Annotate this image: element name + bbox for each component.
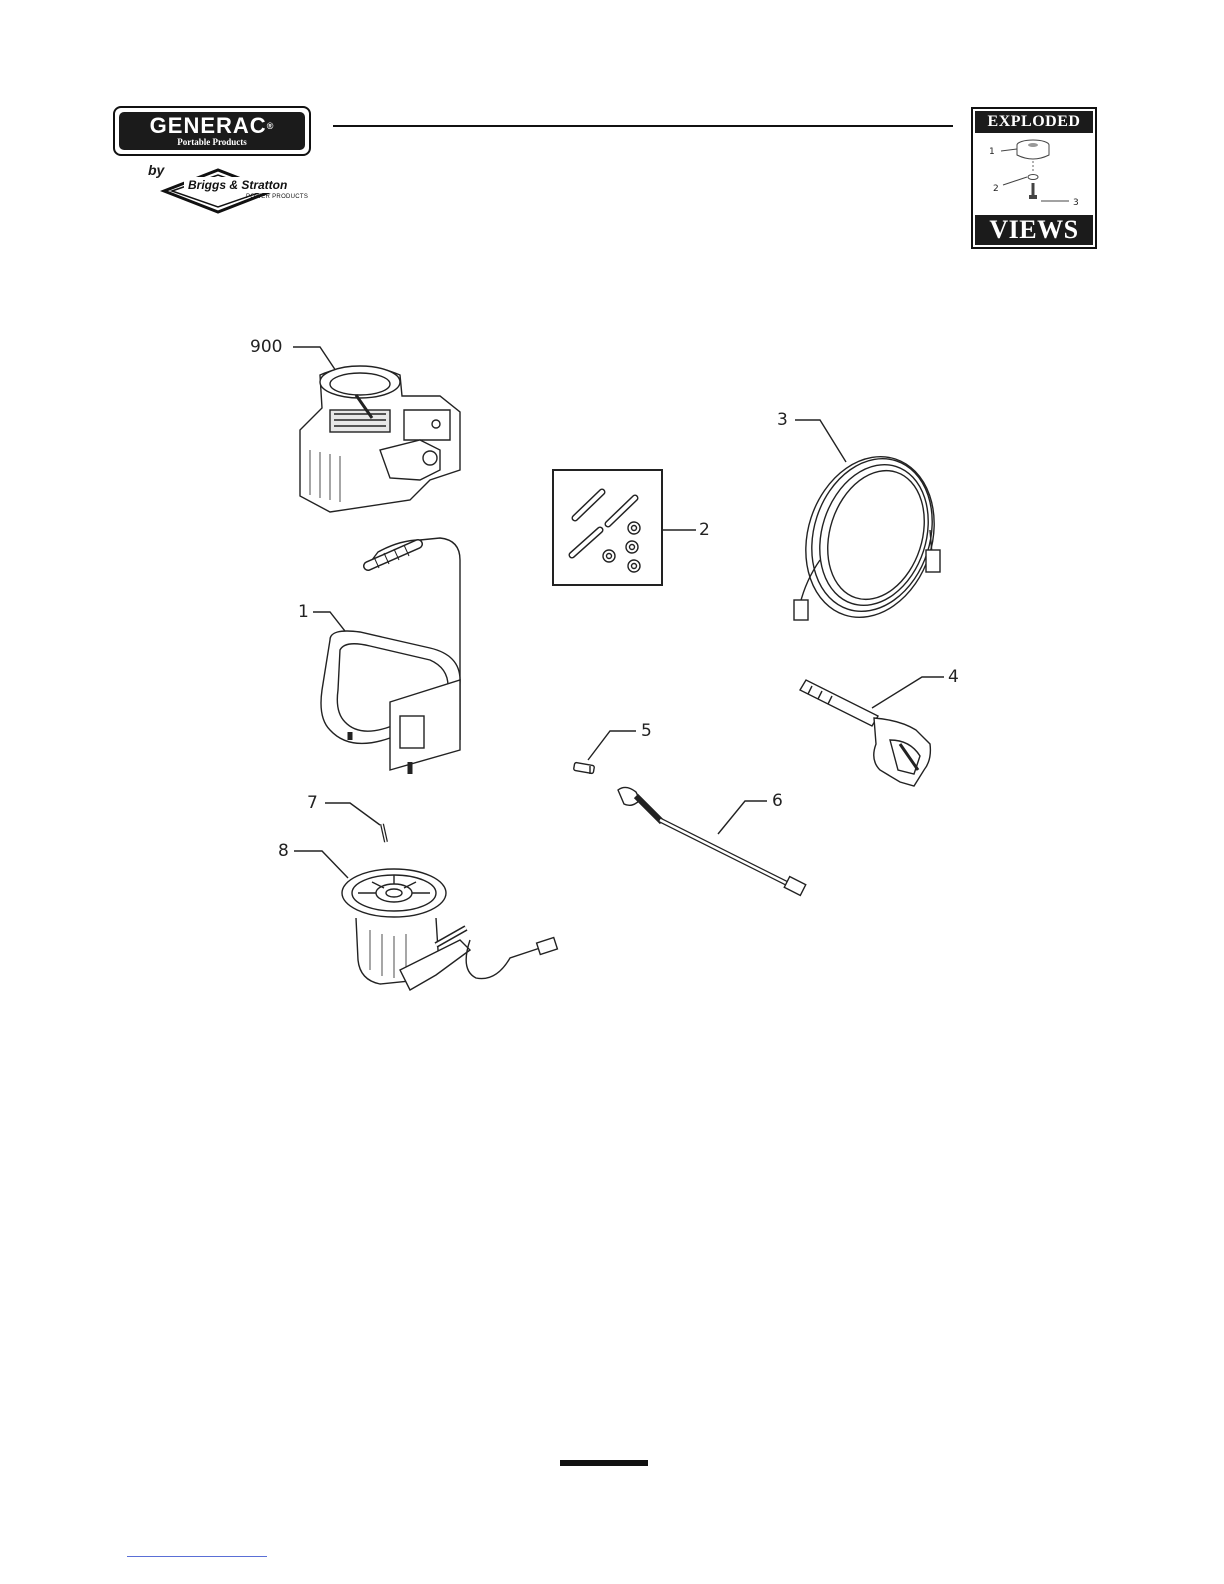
footer-bar bbox=[560, 1460, 648, 1466]
callout-6: 6 bbox=[772, 791, 783, 811]
leader-8 bbox=[294, 851, 348, 878]
frame-part-1 bbox=[321, 538, 460, 774]
callout-2: 2 bbox=[699, 520, 710, 540]
callout-3: 3 bbox=[777, 410, 788, 430]
callout-5: 5 bbox=[641, 721, 652, 741]
callout-7: 7 bbox=[307, 793, 318, 813]
callout-1: 1 bbox=[298, 602, 309, 622]
hardware-kit-part-2 bbox=[553, 470, 662, 585]
pin-part-7 bbox=[382, 824, 386, 842]
leader-4 bbox=[872, 677, 944, 708]
callout-900: 900 bbox=[250, 337, 282, 357]
leader-6 bbox=[718, 801, 767, 834]
callout-8: 8 bbox=[278, 841, 289, 861]
footer-link-underline[interactable] bbox=[127, 1556, 267, 1557]
leader-3 bbox=[795, 420, 846, 462]
callout-4: 4 bbox=[948, 667, 959, 687]
nozzle-part-5 bbox=[573, 762, 594, 774]
spray-gun-part-4 bbox=[800, 680, 930, 786]
leader-7 bbox=[325, 803, 380, 825]
hose-part-3 bbox=[786, 440, 955, 634]
leader-5 bbox=[588, 731, 636, 760]
pump-part-8 bbox=[342, 869, 557, 990]
engine-part-900 bbox=[300, 366, 460, 512]
